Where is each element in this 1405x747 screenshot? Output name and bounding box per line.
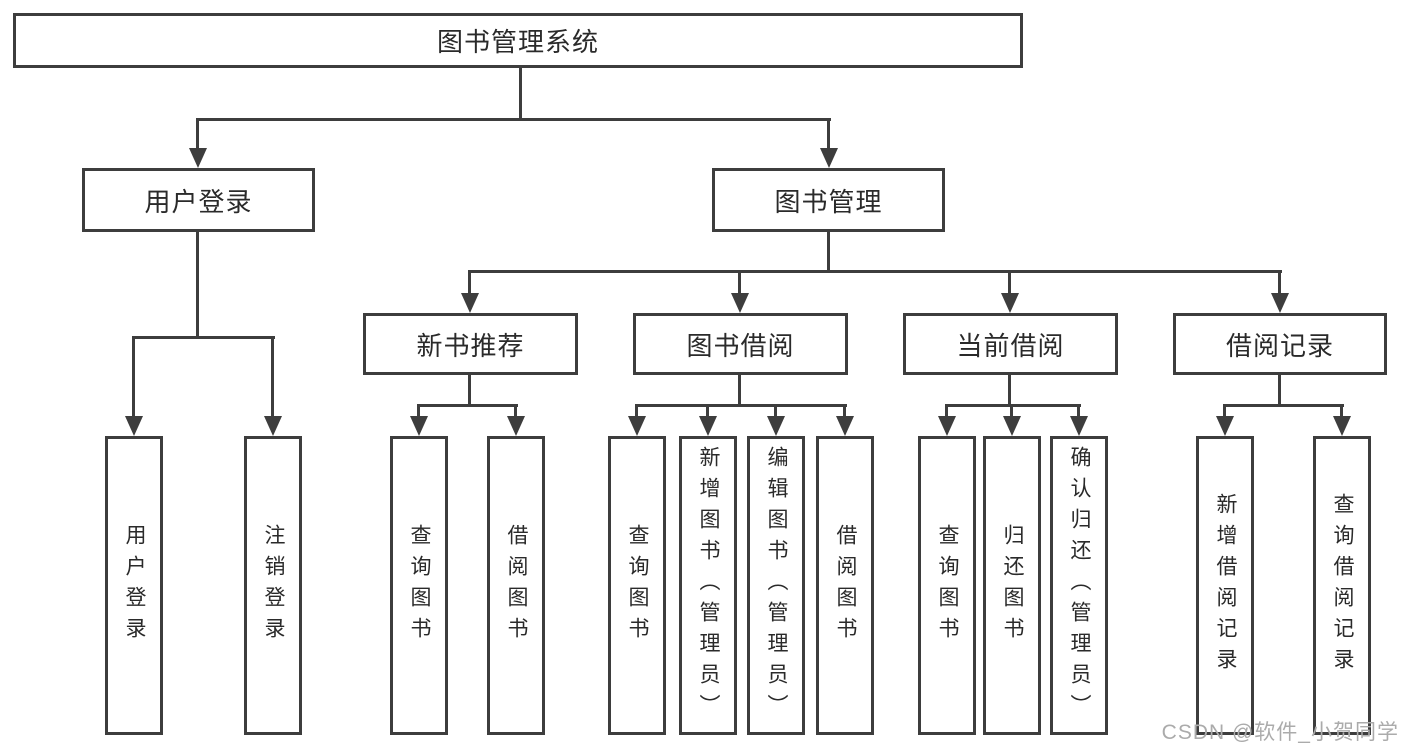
arrow-shaft-new-book [468, 270, 471, 295]
arrow-shaft-borrow-records [1278, 270, 1281, 295]
arrow-down-icon [628, 416, 646, 436]
leaf-confirm-return-admin: 确认归还（管理员） [1050, 436, 1108, 735]
node-book-borrow: 图书借阅 [633, 313, 848, 375]
node-root-label: 图书管理系统 [436, 27, 599, 57]
leaf-query-books-recommend: 查询图书 [390, 436, 448, 735]
node-label: 借阅记录 [1225, 330, 1334, 361]
arrow-down-icon [1003, 416, 1021, 436]
leaf-label: 确认归还（管理员） [1068, 446, 1091, 725]
arrow-shaft-user-login [196, 118, 199, 150]
arrow-down-icon [507, 416, 525, 436]
leaf-borrow-books: 借阅图书 [816, 436, 874, 735]
arrow-shaft [635, 404, 638, 418]
leaf-query-books-borrow: 查询图书 [608, 436, 666, 735]
arrow-down-icon [125, 416, 143, 436]
leaf-borrow-books-recommend: 借阅图书 [487, 436, 545, 735]
connector-current-borrow-bar [945, 404, 1081, 407]
connector-borrow-records-stem [1278, 375, 1281, 406]
leaf-add-books-admin: 新增图书（管理员） [679, 436, 737, 735]
node-current-borrow: 当前借阅 [903, 313, 1118, 375]
leaf-label: 新增图书（管理员） [697, 446, 720, 725]
connector-user-login-bar [132, 336, 275, 339]
node-borrow-records: 借阅记录 [1173, 313, 1387, 375]
connector-book-borrow-stem [738, 375, 741, 406]
arrow-shaft [843, 404, 846, 418]
leaf-label: 注销登录 [262, 523, 285, 648]
leaf-label: 用户登录 [123, 523, 146, 648]
leaf-label: 查询图书 [936, 523, 959, 648]
leaf-logout-login: 注销登录 [244, 436, 302, 735]
node-user-login: 用户登录 [82, 168, 315, 232]
leaf-label: 归还图书 [1001, 523, 1024, 648]
leaf-return-books: 归还图书 [983, 436, 1041, 735]
arrow-shaft [774, 404, 777, 418]
node-label: 用户登录 [144, 186, 253, 217]
connector-book-management-stem [827, 232, 830, 272]
leaf-query-books-current: 查询图书 [918, 436, 976, 735]
arrow-shaft-leaf-user-login [132, 336, 135, 416]
node-new-book-recommend: 新书推荐 [363, 313, 578, 375]
arrow-down-icon [1271, 293, 1289, 313]
arrow-shaft [945, 404, 948, 418]
arrow-shaft [1223, 404, 1226, 418]
arrow-down-icon [767, 416, 785, 436]
leaf-add-borrow-record: 新增借阅记录 [1196, 436, 1254, 735]
arrow-down-icon [699, 416, 717, 436]
arrow-shaft [1077, 404, 1080, 418]
connector-new-book-bar [417, 404, 518, 407]
arrow-down-icon [264, 416, 282, 436]
leaf-label: 查询图书 [626, 523, 649, 648]
leaf-query-borrow-record: 查询借阅记录 [1313, 436, 1371, 735]
arrow-down-icon [461, 293, 479, 313]
arrow-down-icon [1333, 416, 1351, 436]
connector-borrow-records-bar [1223, 404, 1344, 407]
arrow-shaft [514, 404, 517, 418]
leaf-user-login: 用户登录 [105, 436, 163, 735]
connector-current-borrow-stem [1008, 375, 1011, 406]
arrow-down-icon [836, 416, 854, 436]
arrow-shaft-book-management [827, 118, 830, 150]
leaf-label: 新增借阅记录 [1214, 492, 1237, 679]
leaf-label: 查询借阅记录 [1331, 492, 1354, 679]
connector-new-book-stem [468, 375, 471, 406]
arrow-shaft [417, 404, 420, 418]
arrow-shaft [1340, 404, 1343, 418]
node-root: 图书管理系统 [13, 13, 1023, 68]
node-label: 图书借阅 [686, 330, 795, 361]
connector-root-stem [519, 68, 522, 121]
arrow-down-icon [820, 148, 838, 168]
connector-level3-bar [468, 270, 1282, 273]
connector-user-login-stem [196, 232, 199, 338]
arrow-down-icon [1216, 416, 1234, 436]
arrow-shaft [706, 404, 709, 418]
node-label: 新书推荐 [416, 330, 525, 361]
arrow-down-icon [1001, 293, 1019, 313]
node-label: 当前借阅 [956, 330, 1065, 361]
arrow-shaft-current-borrow [1008, 270, 1011, 295]
arrow-shaft-leaf-logout [271, 336, 274, 416]
csdn-watermark: CSDN @软件_小贺同学 [1161, 721, 1399, 744]
arrow-down-icon [938, 416, 956, 436]
leaf-label: 查询图书 [408, 523, 431, 648]
arrow-down-icon [731, 293, 749, 313]
leaf-edit-books-admin: 编辑图书（管理员） [747, 436, 805, 735]
arrow-down-icon [410, 416, 428, 436]
leaf-label: 借阅图书 [834, 523, 857, 648]
node-label: 图书管理 [774, 186, 883, 217]
node-book-management: 图书管理 [712, 168, 945, 232]
arrow-down-icon [189, 148, 207, 168]
arrow-shaft [1010, 404, 1013, 418]
arrow-shaft-book-borrow [738, 270, 741, 295]
leaf-label: 借阅图书 [505, 523, 528, 648]
connector-book-borrow-bar [635, 404, 847, 407]
connector-level2-bar [197, 118, 831, 121]
arrow-down-icon [1070, 416, 1088, 436]
leaf-label: 编辑图书（管理员） [765, 446, 788, 725]
